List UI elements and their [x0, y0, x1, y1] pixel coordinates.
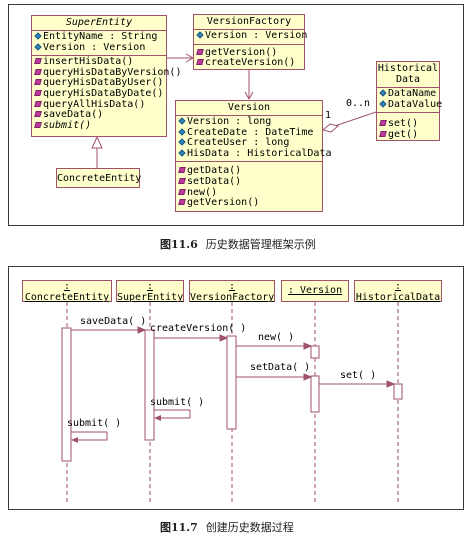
operation-row: createVersion(): [196, 57, 302, 69]
caption-number: 图11.6: [160, 238, 198, 251]
lifeline-name: VersionFactory: [190, 292, 275, 303]
activation-bar: [393, 383, 403, 400]
lifeline-colon: :: [394, 281, 402, 292]
message-label-set-data: setData( ): [250, 362, 311, 373]
lifeline-header-historical-data: : HistoricalData: [354, 280, 442, 303]
class-concrete-entity: ConcreteEntity: [56, 168, 142, 188]
attributes-section: Version : Version: [194, 30, 307, 45]
lifeline-header-version-factory: : VersionFactory: [189, 280, 275, 303]
caption-text: 历史数据管理框架示例: [205, 238, 316, 251]
activation-bar: [310, 345, 320, 359]
aggregation-diamond-icon: [321, 123, 340, 133]
message-label-save-data: saveData( ): [80, 316, 147, 327]
message-label-new: new( ): [258, 332, 295, 343]
message-label-create-version: createVersion( ): [150, 323, 247, 334]
attribute-row: Version : Version: [196, 30, 307, 42]
arrow-head-icon: [303, 373, 313, 381]
lifeline-name: SuperEntity: [117, 292, 184, 303]
attribute-row: Version : Version: [34, 42, 164, 54]
class-name: ConcreteEntity: [57, 173, 142, 184]
lifeline-name: : Version: [287, 285, 343, 296]
lifeline-name: ConcreteEntity: [24, 292, 110, 303]
attribute-row: DataValue: [379, 99, 442, 111]
class-version-factory: VersionFactory Version : Version getVers…: [193, 14, 307, 71]
class-name-line: Data: [395, 74, 421, 85]
arrow-head-icon: [154, 415, 161, 421]
operations-section: set() get(): [377, 113, 439, 142]
operation-row: getData(): [178, 166, 320, 177]
lifeline-header-version: : Version: [281, 280, 349, 302]
attribute-row: HisData : HistoricalData: [178, 148, 332, 160]
operation-row: queryHisDataByUser(): [34, 78, 164, 89]
caption-text: 创建历史数据过程: [205, 521, 294, 534]
attributes-section: DataName DataValue: [377, 88, 442, 114]
class-super-entity: SuperEntity EntityName : String Version …: [31, 15, 181, 137]
activation-bar: [61, 327, 72, 462]
operation-row: submit(): [34, 120, 164, 132]
attribute-row: CreateUser : long: [178, 137, 320, 149]
operations-section: getVersion() createVersion(): [194, 45, 304, 71]
attribute-row: EntityName : String: [34, 31, 164, 43]
operation-row: setData(): [178, 176, 320, 188]
class-historical-data: Historical Data DataName DataValue set()…: [376, 61, 442, 142]
figure-caption: 图11.6 历史数据管理框架示例: [160, 236, 316, 252]
class-name: SuperEntity: [32, 16, 166, 31]
class-name: VersionFactory: [194, 15, 304, 30]
figure-caption: 图11.7 创建历史数据过程: [160, 519, 294, 535]
operation-row: queryHisDataByVersion(): [34, 67, 181, 79]
attributes-section: Version : long CreateDate : DateTime Cre…: [176, 116, 332, 163]
activation-bar: [144, 329, 155, 441]
operations-section: insertHisData() queryHisDataByVersion() …: [32, 56, 181, 133]
operation-row: saveData(): [34, 109, 164, 121]
arrow-head-icon: [386, 380, 396, 388]
operation-row: insertHisData(): [34, 56, 164, 68]
lifeline-colon: :: [63, 281, 71, 292]
message-label-submit-super: submit( ): [150, 397, 205, 408]
self-message-loop: [71, 431, 108, 441]
class-name: Historical Data: [377, 62, 439, 88]
operation-row: getVersion(): [196, 47, 302, 59]
arrow-head-icon: [137, 326, 147, 334]
lifeline-header-super-entity: : SuperEntity: [116, 280, 184, 303]
lifeline-header-concrete-entity: : ConcreteEntity: [22, 280, 112, 303]
arrow-head-icon: [71, 437, 78, 443]
operation-row: get(): [379, 129, 437, 141]
message-label-submit-concrete: submit( ): [67, 418, 122, 429]
multiplicity-many: 0..n: [346, 98, 371, 109]
operation-row: queryHisDataByDate(): [34, 88, 164, 100]
attribute-row: Version : long: [178, 116, 320, 128]
lifeline-name: HistoricalData: [355, 292, 441, 303]
class-name-line: Historical: [377, 63, 439, 74]
multiplicity-one: 1: [325, 110, 332, 121]
operation-row: new(): [178, 187, 320, 199]
operations-section: getData() setData() new() getVersion(): [176, 162, 322, 210]
attribute-row: DataName: [379, 88, 437, 100]
arrow-head-icon: [303, 342, 313, 350]
lifeline-colon: :: [146, 281, 154, 292]
activation-bar: [310, 375, 320, 413]
caption-number: 图11.7: [160, 521, 198, 534]
class-version: Version Version : long CreateDate : Date…: [175, 100, 332, 212]
class-name: Version: [176, 101, 322, 116]
self-message-loop: [154, 409, 191, 419]
operation-row: queryAllHisData(): [34, 99, 164, 111]
arrow-head-icon: [244, 91, 254, 101]
activation-bar: [226, 335, 237, 430]
generalization-triangle-icon: [91, 135, 103, 149]
message-label-set: set( ): [340, 370, 377, 381]
attributes-section: EntityName : String Version : Version: [32, 31, 166, 57]
lifeline-colon: :: [228, 281, 236, 292]
attribute-row: CreateDate : DateTime: [178, 127, 320, 139]
operation-row: set(): [379, 118, 437, 130]
arrow-head-icon: [219, 334, 229, 342]
operation-row: getVersion(): [178, 197, 320, 209]
